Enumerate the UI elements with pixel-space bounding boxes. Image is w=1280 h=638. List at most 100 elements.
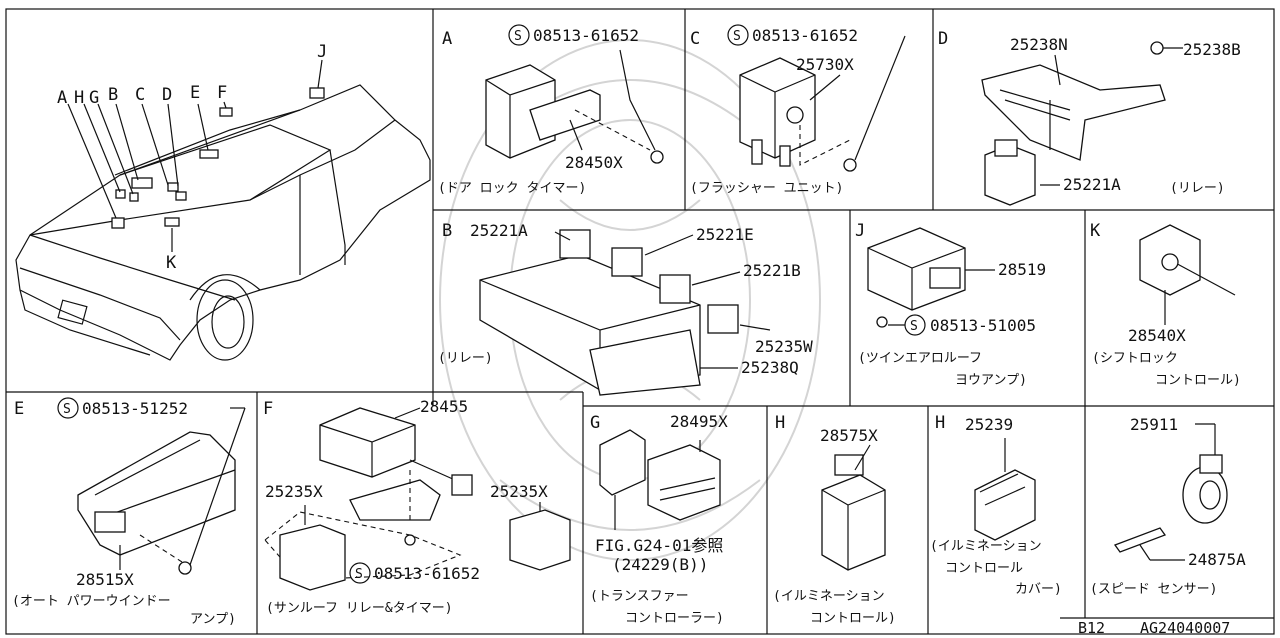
panel-a: A S 08513-61652 28450X (ドア ロック タイマー) <box>438 24 664 196</box>
panel-grid <box>5 8 1275 635</box>
panel-d-caption: (リレー) <box>1170 181 1225 196</box>
panel-h2-letter: H <box>935 413 945 433</box>
panel-c-part-number: 25730X <box>796 55 854 74</box>
panel-e-caption-2: アンプ) <box>190 612 236 627</box>
panel-k-part-number: 28540X <box>1128 326 1186 345</box>
panel-b-caption: (リレー) <box>438 351 493 366</box>
relay-icon <box>559 229 591 259</box>
panel-f-letter: F <box>263 399 273 419</box>
car-label-d: D <box>162 85 172 105</box>
car-label-h: H <box>74 88 84 108</box>
panel-g-part-number: 28495X <box>670 412 728 431</box>
screw-symbol: S <box>63 402 71 417</box>
panel-j-caption-1: (ツインエアロルーフ <box>858 351 982 366</box>
screw-symbol-icon <box>727 24 749 46</box>
screw-symbol-icon <box>57 397 79 419</box>
relay-icon <box>611 247 643 277</box>
car-overview <box>15 59 431 361</box>
screw-icon <box>843 158 857 172</box>
screw-symbol: S <box>733 29 741 44</box>
panel-e-part-number: 28515X <box>76 570 134 589</box>
car-label-g: G <box>89 88 99 108</box>
panel-g-reference: FIG.G24-01参照 <box>595 536 723 555</box>
clip-icon <box>1150 41 1164 55</box>
panel-f-screw-number: 08513-61652 <box>374 564 480 583</box>
footer-model: B12 <box>1078 619 1105 637</box>
panel-a-part-number: 28450X <box>565 153 623 172</box>
panel-j-caption-2: ヨウアンプ) <box>955 373 1027 388</box>
screw-icon <box>178 561 192 575</box>
panel-h2-caption-3: カバー) <box>1015 582 1062 597</box>
panel-g-caption-2: コントローラー) <box>625 611 724 626</box>
panel-a-letter: A <box>442 29 452 49</box>
panel-b-part-2: 25221E <box>696 225 754 244</box>
panel-j-screw-number: 08513-51005 <box>930 316 1036 335</box>
panel-h1: H 28575X (イルミネーション コントロール) <box>773 413 896 626</box>
bracket-icon <box>834 454 864 476</box>
panel-g: G 28495X FIG.G24-01参照 (24229(B)) (トランスファ… <box>590 412 728 626</box>
panel-j-part-number: 28519 <box>998 260 1046 279</box>
panel-h2: H 25239 (イルミネーション コントロール カバー) <box>930 413 1062 597</box>
panel-f-part-2: 25235X <box>265 482 323 501</box>
screw-symbol-icon <box>508 24 530 46</box>
relay-icon <box>659 274 691 304</box>
panel-h1-caption-1: (イルミネーション <box>773 589 885 604</box>
car-label-k: K <box>166 253 177 273</box>
panel-b-part-5: 25238Q <box>741 358 799 377</box>
panel-speed-sensor: 25911 24875A (スピード センサー) <box>1090 415 1246 597</box>
panel-c: C S 08513-61652 25730X (フラッシャー ユニット) <box>690 24 906 196</box>
screw-symbol: S <box>355 567 363 582</box>
panel-e-caption-1: (オート パワーウインドー <box>12 594 171 609</box>
panel-k: K 28540X (シフトロック コントロール) <box>1090 221 1241 388</box>
car-label-f: F <box>217 83 227 103</box>
speed-sensor-part-2: 24875A <box>1188 550 1246 569</box>
screw-symbol: S <box>910 319 918 334</box>
panel-h1-part-number: 28575X <box>820 426 878 445</box>
car-label-j: J <box>317 42 327 62</box>
car-label-e: E <box>190 83 200 103</box>
panel-k-caption-1: (シフトロック <box>1092 351 1178 366</box>
panel-j: J 28519 S 08513-51005 (ツインエアロルーフ ヨウアンプ) <box>855 221 1046 388</box>
screw-icon <box>404 534 416 546</box>
panel-d-part-3: 25221A <box>1063 175 1121 194</box>
panel-b: B 25221A 25221E 25221B 25235W 25238Q (リレ… <box>438 221 813 396</box>
panel-a-caption: (ドア ロック タイマー) <box>438 181 586 196</box>
footer-code: AG24040007 <box>1140 619 1230 637</box>
panel-b-part-4: 25235W <box>755 337 813 356</box>
panel-b-part-1: 25221A <box>470 221 528 240</box>
panel-c-screw-number: 08513-61652 <box>752 26 858 45</box>
screw-symbol-icon <box>349 562 371 584</box>
panel-g-caption-1: (トランスファー <box>590 589 689 604</box>
panel-f: F 28455 25235X 25235X S 08513-61652 (サンル… <box>263 397 571 616</box>
panel-h2-caption-2: コントロール <box>945 561 1023 576</box>
relay-icon <box>707 304 739 334</box>
car-label-c: C <box>135 85 145 105</box>
panel-h1-caption-2: コントロール) <box>810 611 896 626</box>
panel-e-screw-number: 08513-51252 <box>82 399 188 418</box>
cable-icon <box>1113 527 1167 553</box>
panel-f-part-1: 28455 <box>420 397 468 416</box>
panel-a-screw-number: 08513-61652 <box>533 26 639 45</box>
speed-sensor-caption: (スピード センサー) <box>1090 582 1217 597</box>
car-label-a: A <box>57 88 67 108</box>
panel-d-part-2: 25238B <box>1183 40 1241 59</box>
panel-f-caption: (サンルーフ リレー&タイマー) <box>266 601 453 616</box>
panel-d: D 25238N 25238B 25221A (リレー) <box>938 29 1241 206</box>
panel-h1-letter: H <box>775 413 785 433</box>
panel-c-caption: (フラッシャー ユニット) <box>690 181 843 196</box>
panel-k-letter: K <box>1090 221 1101 241</box>
panel-d-letter: D <box>938 29 948 49</box>
panel-f-part-3: 25235X <box>490 482 548 501</box>
panel-d-part-1: 25238N <box>1010 35 1068 54</box>
panel-h2-part-number: 25239 <box>965 415 1013 434</box>
panel-h2-caption-1: (イルミネーション <box>930 539 1042 554</box>
speed-sensor-part-1: 25911 <box>1130 415 1178 434</box>
panel-k-caption-2: コントロール) <box>1155 373 1241 388</box>
screw-icon <box>650 150 664 164</box>
panel-j-letter: J <box>855 221 865 241</box>
car-label-b: B <box>108 85 118 105</box>
panel-e: E S 08513-51252 28515X (オート パワーウインドー アンプ… <box>12 397 246 627</box>
panel-g-reference-part: (24229(B)) <box>612 555 708 574</box>
panel-b-part-3: 25221B <box>743 261 801 280</box>
